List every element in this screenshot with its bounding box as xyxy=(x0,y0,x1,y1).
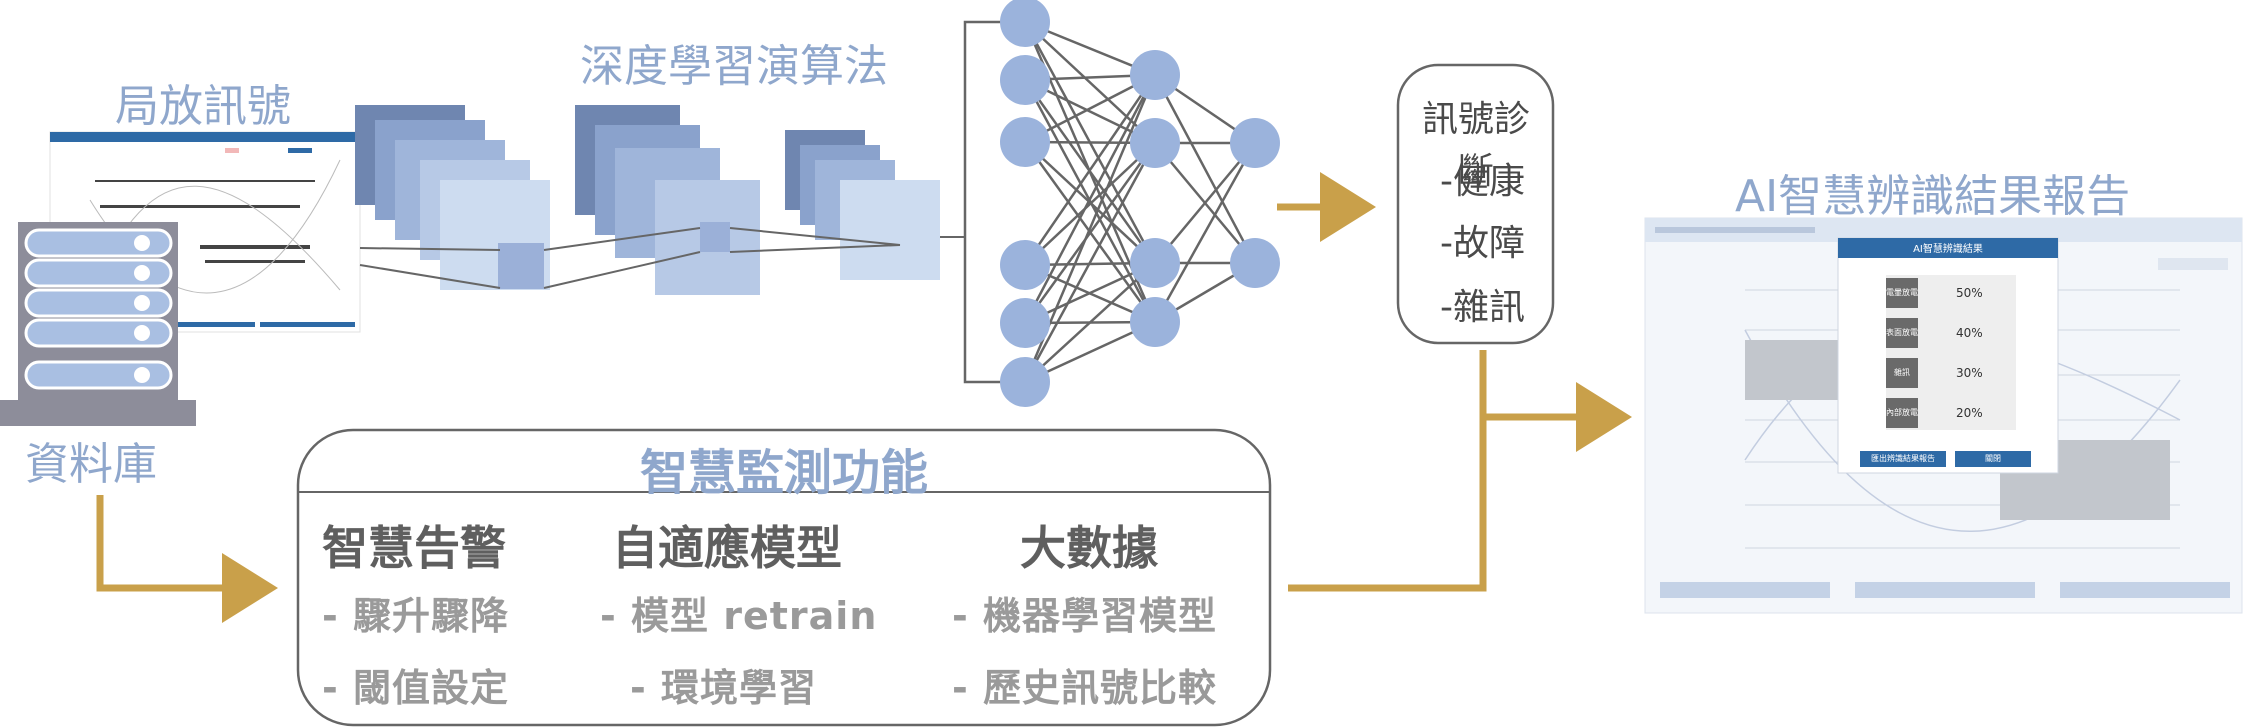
popup-row-label: 內部放電 xyxy=(1886,398,1918,428)
popup-header: AI智慧辨識結果 xyxy=(1913,244,1983,255)
cnn-stack-2 xyxy=(575,105,760,295)
monitor-col-adaptive-item-1: - 模型 retrain xyxy=(600,594,878,638)
database-server-icon xyxy=(0,222,196,426)
cnn-stack-3 xyxy=(785,130,940,280)
flow-arrows xyxy=(96,172,1632,623)
monitor-col-alert-item-1: - 驟升驟降 xyxy=(322,594,510,638)
monitor-col-alert-item-2: - 閾值設定 xyxy=(322,666,510,710)
popup-row-label: 電暈放電 xyxy=(1886,278,1918,308)
cnn-connectors xyxy=(359,227,965,289)
popup-row-value: 50% xyxy=(1956,286,1983,300)
monitor-col-alert-title: 智慧告警 xyxy=(322,521,506,575)
popup-row-value: 20% xyxy=(1956,406,1983,420)
line-monitor-to-diagnosis xyxy=(1288,350,1487,592)
cnn-stack-1 xyxy=(355,105,550,290)
monitor-col-adaptive-item-2: - 環境學習 xyxy=(630,666,818,710)
popup-row-value: 40% xyxy=(1956,326,1983,340)
monitor-box xyxy=(296,428,1272,727)
report-screenshot xyxy=(1644,217,2243,614)
diagnosis-box xyxy=(1396,63,1555,345)
monitor-col-bigdata-item-2: - 歷史訊號比較 xyxy=(952,666,1218,710)
label-partial-discharge: 局放訊號 xyxy=(115,81,291,132)
diagnosis-item-healthy: -健康 xyxy=(1440,161,1525,202)
label-report: AI智慧辨識結果報告 xyxy=(1735,171,2131,222)
popup-row-label: 表面放電 xyxy=(1886,318,1918,348)
label-database: 資料庫 xyxy=(25,439,157,490)
popup-row-label: 雜訊 xyxy=(1886,358,1918,388)
neural-network xyxy=(963,0,1280,407)
popup-row-value: 30% xyxy=(1956,366,1983,380)
monitor-col-bigdata-item-1: - 機器學習模型 xyxy=(952,594,1218,638)
monitor-col-bigdata-title: 大數據 xyxy=(1020,521,1158,575)
label-deep-learning: 深度學習演算法 xyxy=(580,41,888,92)
monitor-title: 智慧監測功能 xyxy=(639,445,928,501)
diagnosis-item-noise: -雜訊 xyxy=(1440,287,1525,328)
export-report-button[interactable]: 匯出辨識結果報告 xyxy=(1860,451,1946,467)
diagnosis-title: 訊號診斷 xyxy=(1421,99,1530,192)
arrow-database-to-monitor xyxy=(96,495,278,623)
monitor-col-adaptive-title: 自適應模型 xyxy=(612,521,842,575)
close-popup-button[interactable]: 關閉 xyxy=(1955,451,2031,467)
diagnosis-item-fault: -故障 xyxy=(1440,223,1525,264)
